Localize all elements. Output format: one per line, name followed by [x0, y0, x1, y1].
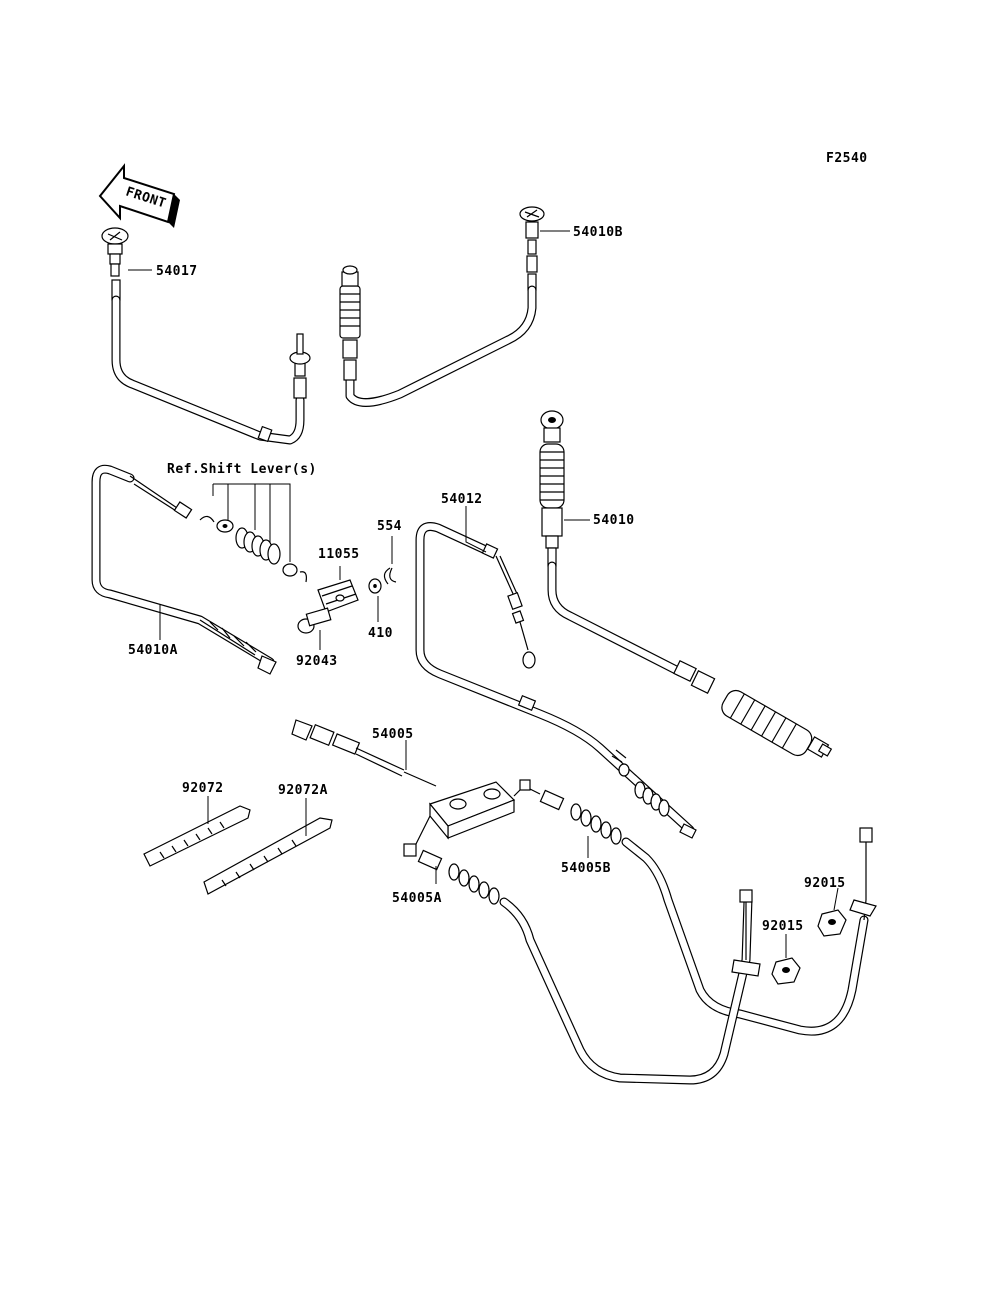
cable-54005B — [513, 779, 877, 1036]
cable-54010A — [91, 464, 277, 675]
part-label-11055: 11055 — [318, 547, 360, 562]
part-label-54005B: 54005B — [561, 861, 611, 876]
part-label-54010A: 54010A — [128, 643, 178, 658]
part-label-54012: 54012 — [441, 492, 483, 507]
cotter-pin-554 — [383, 567, 397, 585]
part-label-554: 554 — [377, 519, 402, 534]
figure-code: F2540 — [826, 151, 868, 166]
part-label-54017: 54017 — [156, 264, 198, 279]
shift-lever-parts — [199, 515, 307, 583]
cable-54010B — [339, 206, 545, 407]
part-label-92072: 92072 — [182, 781, 224, 796]
cable-tie-92072 — [143, 805, 251, 867]
part-label-410: 410 — [368, 626, 393, 641]
nut-92015-lower — [771, 957, 801, 985]
part-label-92015-upper: 92015 — [804, 876, 846, 891]
cable-54010 — [539, 410, 833, 758]
front-direction-arrow-icon: FRONT — [98, 163, 180, 228]
cable-54005 — [291, 719, 516, 840]
washer-410 — [368, 578, 382, 594]
cable-54017 — [101, 227, 311, 445]
part-label-54010B: 54010B — [573, 225, 623, 240]
cable-tie-92072A — [203, 817, 333, 895]
part-label-54005A: 54005A — [392, 891, 442, 906]
part-label-92043: 92043 — [296, 654, 338, 669]
nut-92015-upper — [817, 909, 847, 937]
cable-54012 — [415, 522, 697, 839]
cable-54005A — [403, 815, 761, 1085]
part-label-54010: 54010 — [593, 513, 635, 528]
pin-92043 — [297, 607, 332, 634]
reference-note: Ref.Shift Lever(s) — [167, 462, 317, 477]
bracket-11055 — [317, 579, 359, 613]
part-label-54005: 54005 — [372, 727, 414, 742]
part-label-92015-lower: 92015 — [762, 919, 804, 934]
part-label-92072A: 92072A — [278, 783, 328, 798]
